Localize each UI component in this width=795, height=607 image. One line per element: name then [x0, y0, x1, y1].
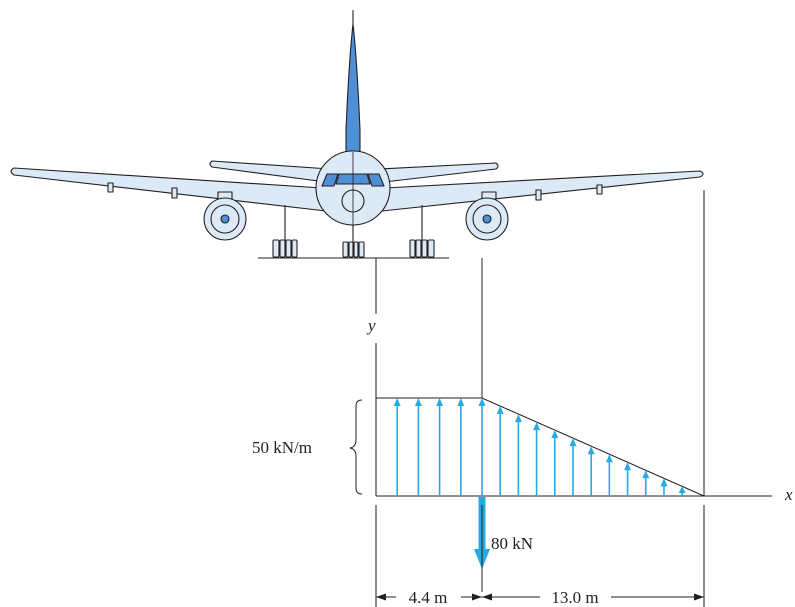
force-label: 80 kN	[491, 534, 533, 553]
left-engine	[203, 197, 247, 241]
load-arrow	[514, 414, 522, 496]
load-arrow	[436, 398, 444, 496]
flap-fairings	[107, 182, 603, 201]
dimension-left: 4.4 m	[376, 588, 482, 607]
landing-gear-wheels	[272, 239, 435, 258]
load-arrow	[551, 430, 559, 496]
load-arrow	[660, 478, 668, 496]
cockpit-window-left	[321, 173, 339, 187]
load-arrow	[624, 462, 632, 496]
load-arrow	[605, 454, 613, 496]
dimension-extension-lines	[375, 505, 705, 607]
y-axis-label: y	[366, 316, 376, 335]
right-engine	[465, 197, 509, 241]
projection-lines	[375, 190, 705, 496]
load-arrow	[533, 422, 541, 496]
tail-fin	[345, 23, 361, 153]
load-arrow	[457, 398, 465, 496]
left-wing	[10, 167, 327, 212]
load-arrow	[496, 406, 504, 496]
load-brace	[349, 399, 363, 495]
load-intensity-label: 50 kN/m	[252, 438, 312, 457]
dimension-right: 13.0 m	[482, 588, 704, 607]
load-diagram: y x 50 kN/m 80 kN 4.4 m	[252, 316, 793, 607]
load-arrow	[478, 398, 486, 496]
cockpit-window-right	[367, 173, 385, 187]
load-arrow	[587, 446, 595, 496]
airplane-icon	[10, 10, 704, 259]
load-arrow	[393, 398, 401, 496]
left-stabilizer	[209, 160, 331, 183]
load-arrows	[393, 398, 686, 496]
load-arrow	[678, 486, 686, 496]
landing-gear-struts	[284, 205, 423, 242]
load-arrow	[642, 470, 650, 496]
dimension-right-label: 13.0 m	[551, 588, 598, 607]
right-wing	[381, 170, 704, 212]
load-outline	[376, 397, 705, 497]
x-axis-label: x	[784, 485, 793, 504]
load-arrow	[414, 398, 422, 496]
right-stabilizer	[379, 162, 499, 183]
dimension-left-label: 4.4 m	[409, 588, 448, 607]
load-arrow	[569, 438, 577, 496]
